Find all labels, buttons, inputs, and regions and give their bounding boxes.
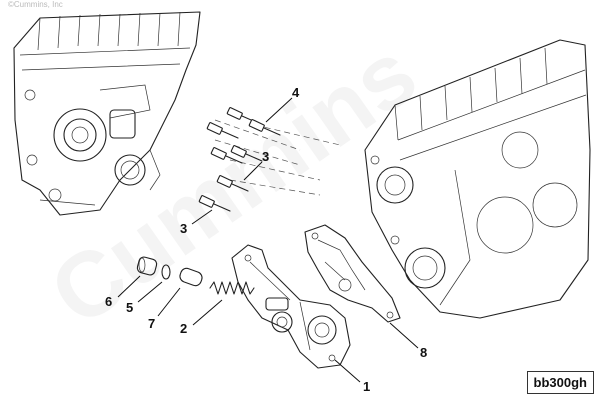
callout-4: 4 <box>265 85 300 123</box>
callout-5: 5 <box>126 281 163 315</box>
o-ring <box>161 264 171 280</box>
callout-label: 6 <box>105 294 112 309</box>
capscrew <box>210 147 243 164</box>
callout-label: 3 <box>180 221 187 236</box>
spring <box>209 281 255 295</box>
callout-8: 8 <box>389 322 427 360</box>
oil-pump <box>231 244 351 369</box>
plug <box>136 256 158 276</box>
callout-label: 7 <box>148 316 155 331</box>
engine-block-right <box>364 39 591 319</box>
callout-6: 6 <box>105 275 141 309</box>
engine-block-left <box>13 11 201 216</box>
callout-3-lower: 3 <box>180 209 213 236</box>
capscrew <box>226 107 259 124</box>
capscrew <box>230 145 263 162</box>
assembly-dashed-lines <box>214 119 341 196</box>
capscrew <box>198 195 231 212</box>
callout-label: 5 <box>126 300 133 315</box>
callout-3-upper: 3 <box>243 149 269 181</box>
figure-id-label: bb300gh <box>526 371 594 394</box>
callout-1: 1 <box>334 359 370 394</box>
plunger <box>179 267 203 287</box>
capscrew <box>216 175 249 192</box>
copyright-text: ©Cummins, Inc <box>8 0 63 9</box>
capscrew <box>248 119 281 136</box>
callout-label: 8 <box>420 345 427 360</box>
capscrew <box>206 122 239 139</box>
callout-2: 2 <box>180 299 223 336</box>
callout-label: 2 <box>180 321 187 336</box>
callout-label: 3 <box>262 149 269 164</box>
callout-label: 4 <box>292 85 300 100</box>
callout-7: 7 <box>148 287 181 331</box>
callout-label: 1 <box>363 379 370 394</box>
capscrews <box>198 107 281 212</box>
gasket <box>304 224 401 323</box>
